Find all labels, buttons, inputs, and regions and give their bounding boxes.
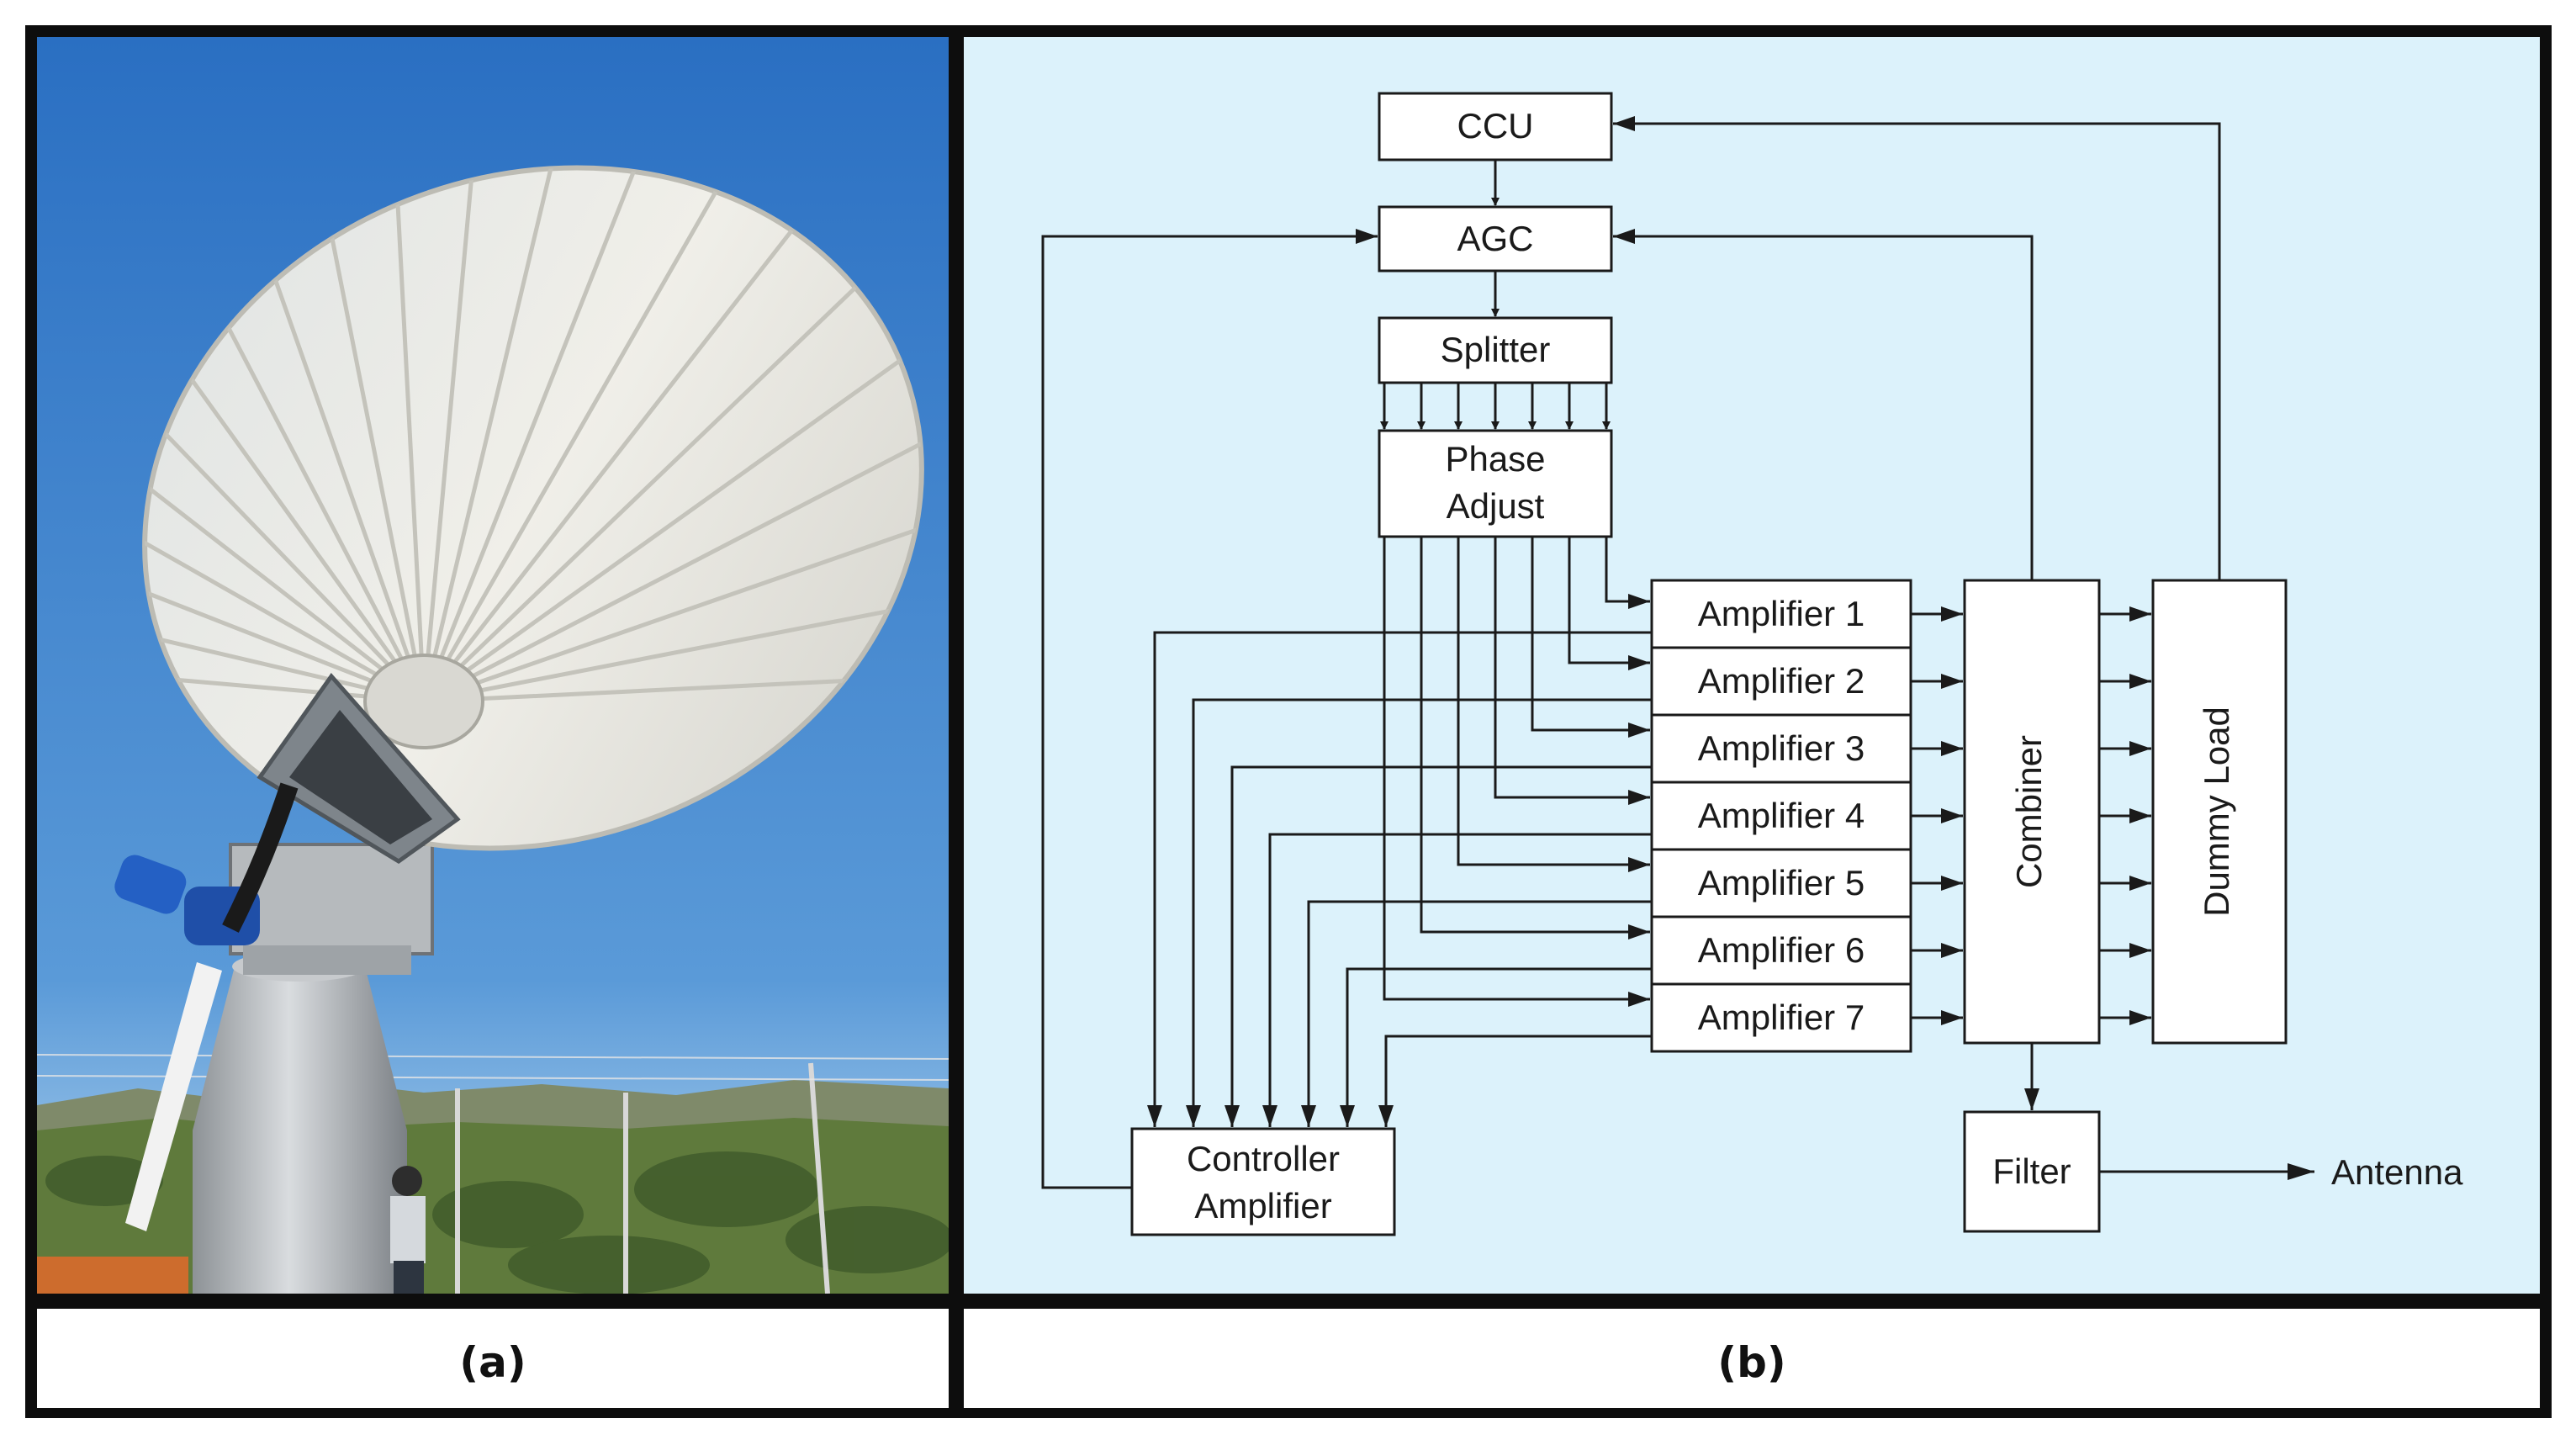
positioner-base [243,945,411,975]
wire-dummy-to-ccu [1613,116,2221,580]
wire-amplifier-1-to-controller [1147,631,1652,1127]
feed-cable [222,782,299,933]
dummy-load-block: Dummy Load [2151,579,2288,1045]
amplifier-label-2: Amplifier 2 [1698,661,1865,701]
filter-label: Filter [1992,1151,2071,1191]
dish-rib [422,61,949,703]
wire-combiner-to-agc [1613,229,2034,580]
ccu-block: CCU [1378,92,1613,161]
wire-controller-to-agc [1041,229,1378,1189]
wire-phase-to-amplifier-1 [1605,537,1650,609]
agc-label: AGC [1457,219,1533,258]
combiner-block: Combiner [1963,579,2101,1045]
dummy-load-label: Dummy Load [2197,707,2236,917]
dish-ribs [48,61,949,704]
connections [1041,116,2314,1189]
dish-rib [373,61,426,702]
wire-amplifier-4-to-controller [1262,833,1652,1127]
dish-rib [422,273,949,704]
dish-rib [423,522,949,704]
dish-rib [421,61,886,703]
wire-amplifier-6-to-controller [1340,967,1652,1127]
blue-motor-2 [114,855,187,914]
wire-amplifier-3-to-controller [1225,765,1652,1127]
caption-a: (a) [459,1338,526,1387]
technician [390,1166,426,1294]
wire-amplifier-7-to-controller [1378,1035,1652,1127]
amplifier-block-4: Amplifier 4 [1650,781,1912,851]
amplifier-block-2: Amplifier 2 [1650,646,1912,717]
phase-adjust-label-line1: Phase [1445,439,1545,479]
orange-barrier [37,1257,188,1294]
controller-amplifier-label-line1: Controller [1187,1139,1340,1178]
dish-rib [48,362,425,704]
amplifier-label-1: Amplifier 1 [1698,594,1865,633]
caption-a-bg [37,1309,949,1408]
wire-phase-to-amplifier-2 [1568,537,1650,670]
amplifier-label-7: Amplifier 7 [1698,998,1865,1037]
dish-hub [363,654,484,749]
dish-rib [48,618,425,704]
amplifier-block-5: Amplifier 5 [1650,848,1912,918]
dish-rib [423,394,949,704]
combiner-label: Combiner [2009,735,2049,888]
splitter-block: Splitter [1378,316,1613,384]
caption-b: (b) [1717,1338,1786,1387]
wire-phase-to-amplifier-3 [1531,537,1650,738]
splitter-label: Splitter [1441,330,1551,369]
blocks: CCU AGC Splitter Phase Adjust Amplifier [1130,92,2463,1236]
pedestal-column [193,1130,407,1294]
wire-phase-to-amplifier-7 [1383,537,1650,1007]
dish-rib [422,161,949,704]
amplifier-label-4: Amplifier 4 [1698,796,1865,835]
side-arm [125,962,222,1231]
phase-adjust-label-line2: Adjust [1447,486,1545,526]
wire-phase-to-amplifier-4 [1494,537,1650,805]
phase-adjust-block: Phase Adjust [1378,429,1613,538]
dish-rib [421,61,641,702]
controller-amplifier-label-line2: Amplifier [1194,1186,1331,1225]
dish-rib [421,61,767,702]
ccu-label: CCU [1457,106,1534,146]
caption-b-bg [964,1309,2540,1408]
dish-rib [48,242,426,704]
amplifier-block-7: Amplifier 7 [1650,982,1912,1053]
pedestal-cone [193,966,407,1130]
wire-phase-to-amplifier-6 [1420,537,1650,940]
wire-phase-to-amplifier-5 [1457,537,1650,872]
filter-block: Filter [1963,1110,2101,1233]
amplifier-label-5: Amplifier 5 [1698,863,1865,902]
amplifier-label-6: Amplifier 6 [1698,930,1865,970]
dish-rib [48,488,425,704]
dish-rib [241,61,426,702]
dish-rib [421,61,510,702]
antenna-label: Antenna [2331,1152,2463,1192]
amplifier-block-3: Amplifier 3 [1650,713,1912,784]
antenna-photo [37,37,949,1294]
amplifier-block-1: Amplifier 1 [1650,579,1912,649]
fence [455,1062,830,1294]
wire-amplifier-5-to-controller [1301,900,1652,1127]
wire-amplifier-2-to-controller [1186,698,1652,1127]
dish-mount-inner [289,710,432,844]
amplifier-block-6: Amplifier 6 [1650,915,1912,986]
controller-amplifier-block: Controller Amplifier [1130,1127,1396,1236]
amplifier-label-3: Amplifier 3 [1698,728,1865,768]
agc-block: AGC [1378,205,1613,273]
